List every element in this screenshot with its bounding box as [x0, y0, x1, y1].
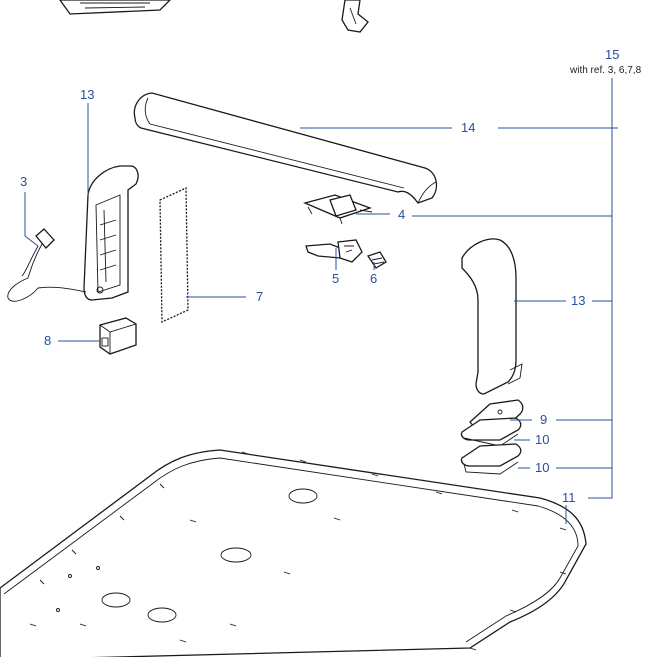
leader-lines — [24, 78, 618, 524]
plate-part-10-lower — [460, 443, 522, 475]
callout-13-right: 13 — [571, 293, 586, 308]
callout-15: 15 — [605, 47, 620, 62]
callout-11: 11 — [562, 490, 576, 505]
curved-panel-part-13-right — [461, 238, 523, 395]
top-center-partial-part — [341, 0, 369, 33]
side-housing-part-13-left — [83, 165, 139, 301]
callout-15-note: with ref. 3, 6,7,8 — [570, 65, 642, 76]
callout-6: 6 — [370, 271, 378, 286]
bracket-part-4 — [303, 194, 373, 225]
callout-5: 5 — [332, 271, 340, 286]
top-left-partial-part — [59, 0, 171, 15]
base-plate-part-11 — [0, 449, 587, 657]
top-cover-part-14 — [133, 92, 438, 204]
callout-8: 8 — [44, 333, 52, 348]
callout-14: 14 — [461, 120, 476, 135]
callout-10-lower: 10 — [535, 460, 550, 475]
callout-9: 9 — [540, 412, 548, 427]
connector-part-6 — [366, 251, 387, 269]
callout-7: 7 — [256, 289, 264, 304]
module-part-8 — [99, 317, 137, 355]
callout-10-upper: 10 — [535, 432, 550, 447]
cable-part-3 — [7, 228, 87, 302]
callout-3: 3 — [20, 174, 28, 189]
insulation-sheet-part-7 — [159, 186, 189, 324]
callout-13-left: 13 — [80, 87, 95, 102]
callout-4: 4 — [398, 207, 406, 222]
switch-part-5 — [305, 239, 363, 263]
